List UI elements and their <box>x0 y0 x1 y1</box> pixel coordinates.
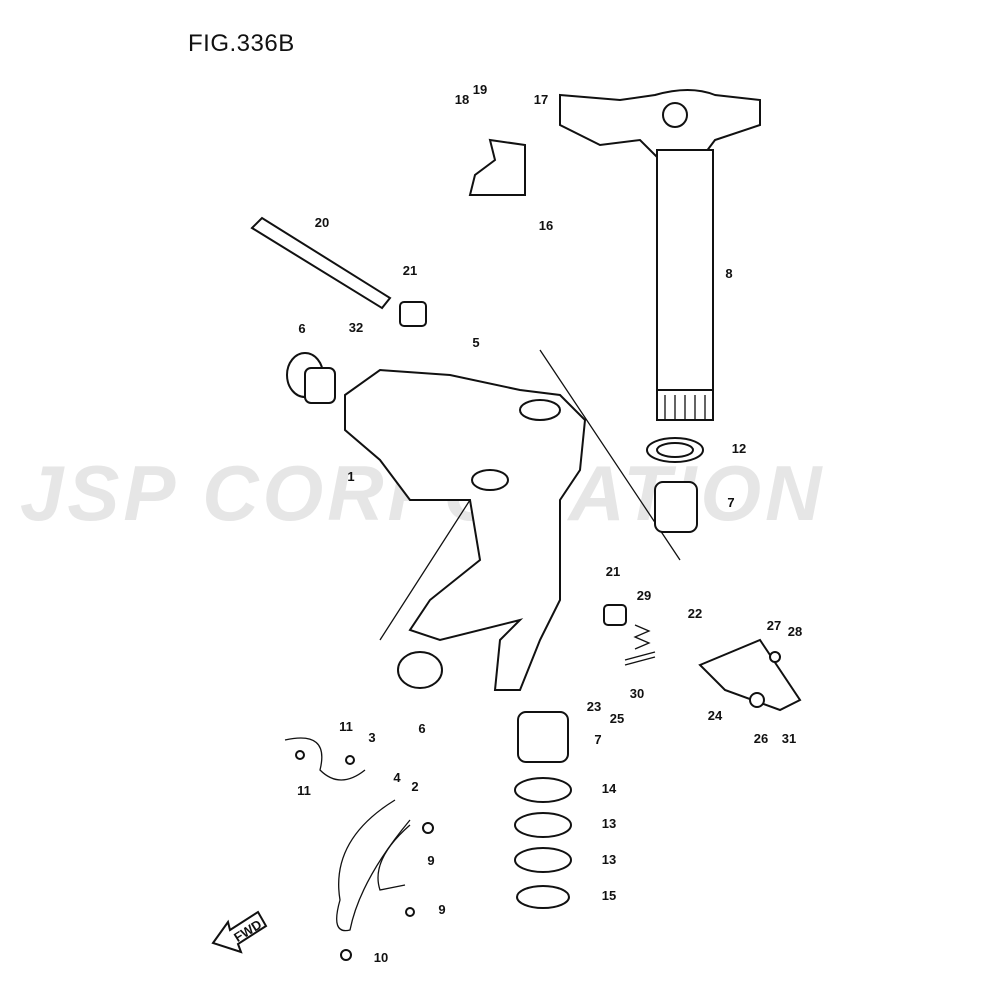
bolt <box>250 216 392 310</box>
callout-label: 15 <box>602 888 616 903</box>
callout-label: 26 <box>754 731 768 746</box>
callout-label: 12 <box>732 441 746 456</box>
callout-label: 13 <box>602 816 616 831</box>
callout-label: 13 <box>602 852 616 867</box>
callout-label: 4 <box>393 770 401 785</box>
steering-shaft <box>559 89 761 421</box>
callout-label: 14 <box>602 781 617 796</box>
swivel-bracket <box>344 368 587 691</box>
callout-label: 17 <box>534 92 548 107</box>
callout-label: 23 <box>587 699 601 714</box>
callout-label: 16 <box>539 218 553 233</box>
callout-label: 8 <box>725 266 732 281</box>
figure-title: FIG.336B <box>188 30 295 57</box>
callout-label: 21 <box>606 564 620 579</box>
callout-label: 7 <box>727 495 734 510</box>
callout-label: 11 <box>339 719 353 734</box>
callout-label: 32 <box>349 320 363 335</box>
callout-label: 9 <box>427 853 434 868</box>
callout-label: 10 <box>374 950 388 965</box>
callout-label: 7 <box>594 732 601 747</box>
callout-label: 6 <box>418 721 425 736</box>
callout-label: 19 <box>473 82 487 97</box>
callout-label: 27 <box>767 618 781 633</box>
callout-label: 25 <box>610 711 624 726</box>
bracket <box>468 138 526 196</box>
callout-label: 20 <box>315 215 329 230</box>
callout-label: 11 <box>297 783 311 798</box>
callout-label: 6 <box>298 321 305 336</box>
fwd-arrow: FWD <box>211 910 268 954</box>
callout-label: 2 <box>411 779 418 794</box>
callout-label: 30 <box>630 686 644 701</box>
callout-label: 18 <box>455 92 469 107</box>
callout-label: 22 <box>688 606 702 621</box>
callout-label: 5 <box>472 335 479 350</box>
callout-label: 1 <box>347 469 354 484</box>
callout-label: 31 <box>782 731 796 746</box>
callout-label: 21 <box>403 263 417 278</box>
callout-label: 24 <box>708 708 723 723</box>
callout-label: 3 <box>368 730 375 745</box>
callout-label: 29 <box>637 588 651 603</box>
callout-label: 28 <box>788 624 802 639</box>
callout-label: 9 <box>438 902 445 917</box>
